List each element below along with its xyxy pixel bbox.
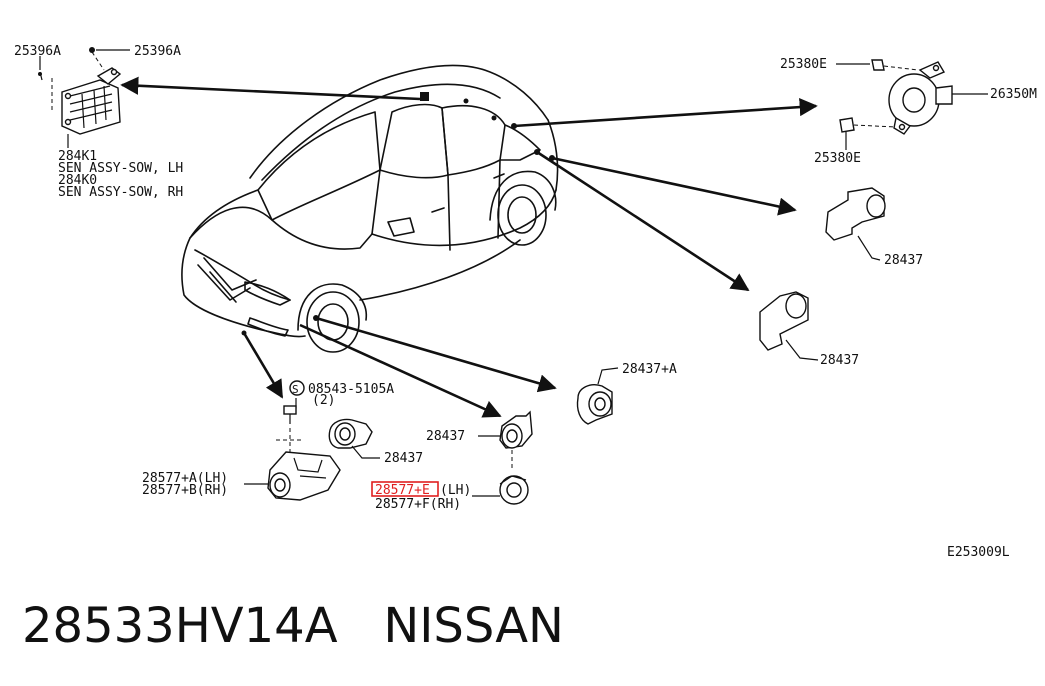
- label-bolt-left-a: 25396A: [14, 44, 61, 59]
- brand-name: NISSAN: [383, 598, 564, 654]
- label-sensor-upper-right: 28437: [884, 253, 923, 268]
- label-screw-symbol: S: [292, 383, 299, 396]
- label-sensor-name-rh: SEN ASSY-SOW, RH: [58, 185, 183, 200]
- label-clip-top: 25380E: [780, 57, 827, 72]
- label-sensor-code-lh: 284K1: [58, 149, 97, 164]
- label-sensor-center: 28437+A: [622, 362, 677, 377]
- label-ring-sensor: 28437: [426, 429, 465, 444]
- sensor-lower-right-group: 28437: [759, 291, 859, 368]
- bracket-assembly-group: S 08543-5105A (2) 28437 28577+A(LH) 2857…: [142, 380, 423, 501]
- label-buzzer: 26350M: [990, 87, 1037, 102]
- clip-top: [871, 59, 885, 71]
- label-bracket-lh: 28577+A(LH): [142, 471, 228, 486]
- buzzer-group: 25380E 25380E 26350M: [780, 57, 1037, 166]
- footer-caption: 28533HV14A NISSAN: [22, 598, 564, 654]
- label-ring-rh: 28577+F(RH): [375, 497, 461, 512]
- ring-assembly-group: 28437 28577+E (LH) 28577+F(RH): [371, 410, 533, 512]
- sensor-center-group: 28437+A: [576, 362, 677, 425]
- part-number: 28533HV14A: [22, 598, 338, 654]
- label-screw: 08543-5105A: [308, 382, 394, 397]
- label-sensor-code-rh: 284K0: [58, 173, 97, 188]
- diagram-code: E253009L: [947, 545, 1010, 560]
- highlight-ring-lh: [371, 481, 439, 497]
- screw: [283, 405, 297, 415]
- screw-symbol-icon: [289, 380, 305, 396]
- clip-bottom: [839, 117, 855, 133]
- label-bolt-left-b: 25396A: [134, 44, 181, 59]
- label-screw-qty: (2): [312, 393, 335, 408]
- sensor-upper-right-group: 28437: [825, 187, 923, 268]
- label-clip-bottom: 25380E: [814, 151, 861, 166]
- label-bracket-rh: 28577+B(RH): [142, 483, 228, 498]
- side-radar-sensor-group: 25396A 25396A 284K1 SEN ASSY-SOW, LH 284…: [14, 44, 183, 200]
- vehicle-illustration: [181, 64, 559, 353]
- label-ring-lh-side: (LH): [440, 483, 471, 498]
- callout-arrows: [120, 76, 818, 418]
- label-bracket-sensor: 28437: [384, 451, 423, 466]
- label-sensor-name-lh: SEN ASSY-SOW, LH: [58, 161, 183, 176]
- label-sensor-lower-right: 28437: [820, 353, 859, 368]
- label-ring-lh-code: 28577+E: [375, 483, 430, 498]
